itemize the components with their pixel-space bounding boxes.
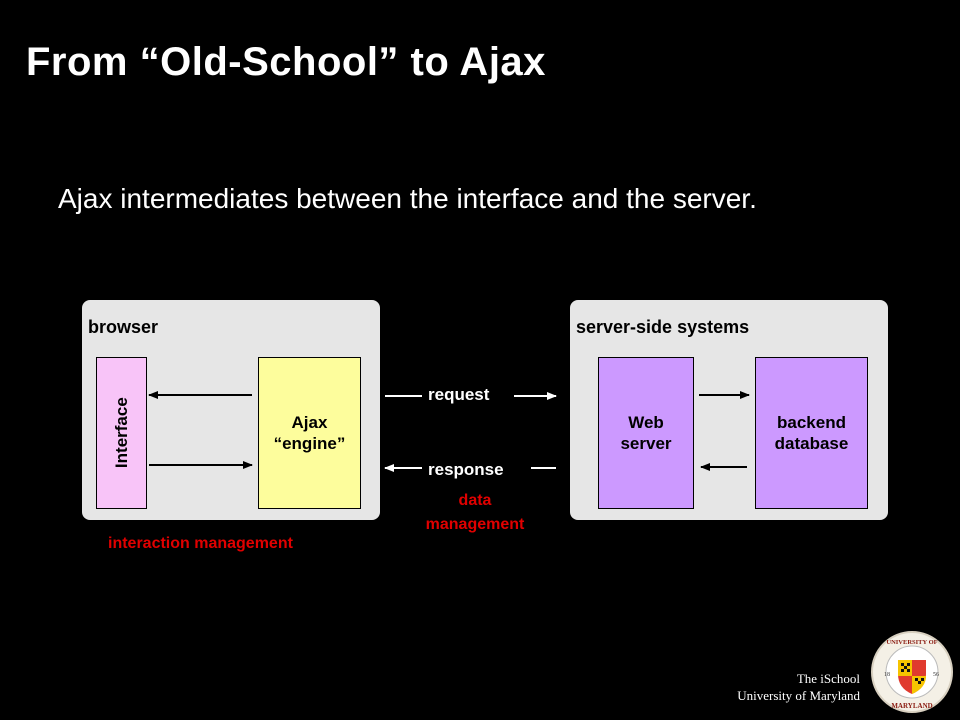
slide-subtitle: Ajax intermediates between the interface… <box>58 183 757 214</box>
data-management-line2: management <box>425 516 525 533</box>
ajax-engine-box: Ajax “engine” <box>258 357 361 509</box>
svg-text:MARYLAND: MARYLAND <box>891 702 932 710</box>
database-line1: backend <box>777 412 846 432</box>
web-server-line1: Web <box>628 412 664 432</box>
ajax-engine-line1: Ajax <box>291 412 328 432</box>
request-label: request <box>428 385 490 404</box>
svg-text:56: 56 <box>933 672 939 678</box>
footer-university: University of Maryland <box>737 688 860 703</box>
browser-label: browser <box>88 317 159 337</box>
response-label: response <box>428 460 504 479</box>
slide-title: From “Old-School” to Ajax <box>26 40 546 84</box>
interaction-management-caption: interaction management <box>108 535 293 552</box>
web-server-line2: server <box>620 434 672 453</box>
svg-text:UNIVERSITY OF: UNIVERSITY OF <box>886 639 937 646</box>
university-seal-logo: UNIVERSITY OF MARYLAND 18 56 <box>871 631 953 713</box>
data-management-line1: data <box>458 492 492 509</box>
web-server-box: Web server <box>598 357 694 509</box>
server-label: server-side systems <box>576 317 750 337</box>
footer-ischool: The iSchool <box>796 671 860 686</box>
backend-database-box: backend database <box>755 357 868 509</box>
svg-text:18: 18 <box>884 672 890 678</box>
database-line2: database <box>774 434 849 453</box>
interface-box: Interface <box>96 357 147 509</box>
data-management-caption: data management <box>410 489 540 537</box>
ajax-engine-line2: “engine” <box>273 434 346 453</box>
